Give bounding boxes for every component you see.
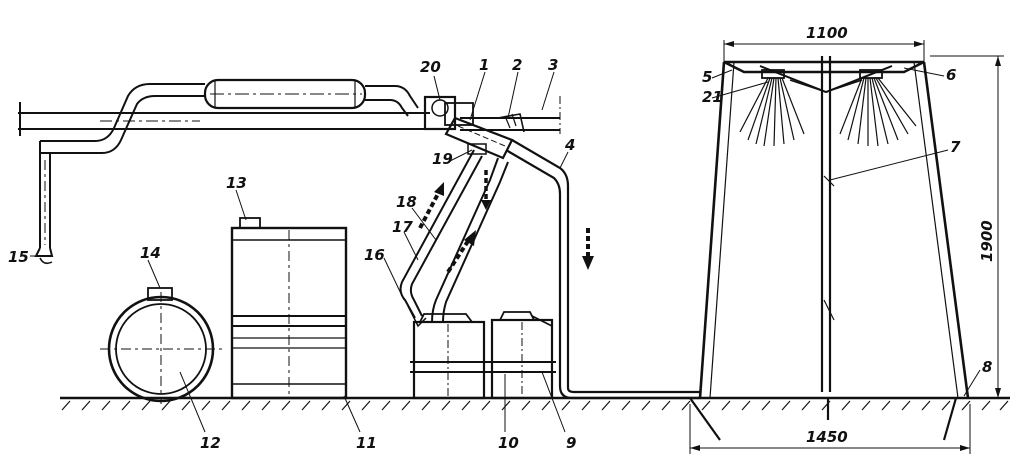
callout-3: 3: [548, 56, 558, 74]
callout-4: 4: [564, 136, 575, 154]
callout-13: 13: [226, 174, 247, 192]
pump-handle-19: [467, 143, 487, 155]
callout-19: 19: [432, 150, 453, 168]
callout-17: 17: [392, 218, 413, 236]
callout-15: 15: [8, 248, 29, 266]
exhaust-pipe: [34, 83, 205, 265]
callout-8: 8: [982, 358, 992, 376]
dimension-top-width: 1100: [806, 24, 848, 42]
callout-5: 5: [702, 68, 712, 86]
callout-9: 9: [566, 434, 576, 452]
canister-9: [488, 311, 556, 400]
dimension-lines: [689, 40, 1004, 454]
flow-arrows: [418, 170, 594, 274]
callout-10: 10: [498, 434, 519, 452]
callout-labels: 1 2 3 4 5 6 7 8 9 10 11 12 13 14 15 16 1…: [8, 56, 992, 452]
leader-lines: [30, 67, 981, 433]
vehicle-frame: [18, 96, 561, 136]
spray-nozzles: [739, 69, 917, 147]
feed-hose-17-18: [399, 149, 509, 328]
callout-18: 18: [396, 193, 417, 211]
heat-exchanger-valve: [423, 95, 474, 131]
dimension-bottom-width: 1450: [806, 428, 848, 446]
callout-1: 1: [479, 56, 489, 74]
heat-exchanger-body: [444, 113, 525, 160]
callout-2: 2: [512, 56, 522, 74]
callout-21: 21: [702, 88, 723, 106]
callout-12: 12: [200, 434, 221, 452]
dimension-labels: 1100 1450 1900: [806, 24, 996, 446]
dimension-height: 1900: [978, 220, 996, 262]
canister-10: [410, 313, 488, 400]
callout-16: 16: [364, 246, 385, 264]
muffler: [203, 78, 367, 110]
callout-7: 7: [950, 138, 961, 156]
callout-11: 11: [356, 434, 377, 452]
hot-water-pipe: [505, 139, 700, 400]
tank-12: [100, 287, 222, 404]
callout-6: 6: [946, 66, 956, 84]
shower-frame: [689, 56, 970, 441]
ground: [60, 396, 1010, 411]
barrel-11: [230, 217, 348, 400]
callout-20: 20: [420, 58, 441, 76]
callout-14: 14: [140, 244, 161, 262]
exhaust-outlet-pipe: [365, 85, 419, 117]
